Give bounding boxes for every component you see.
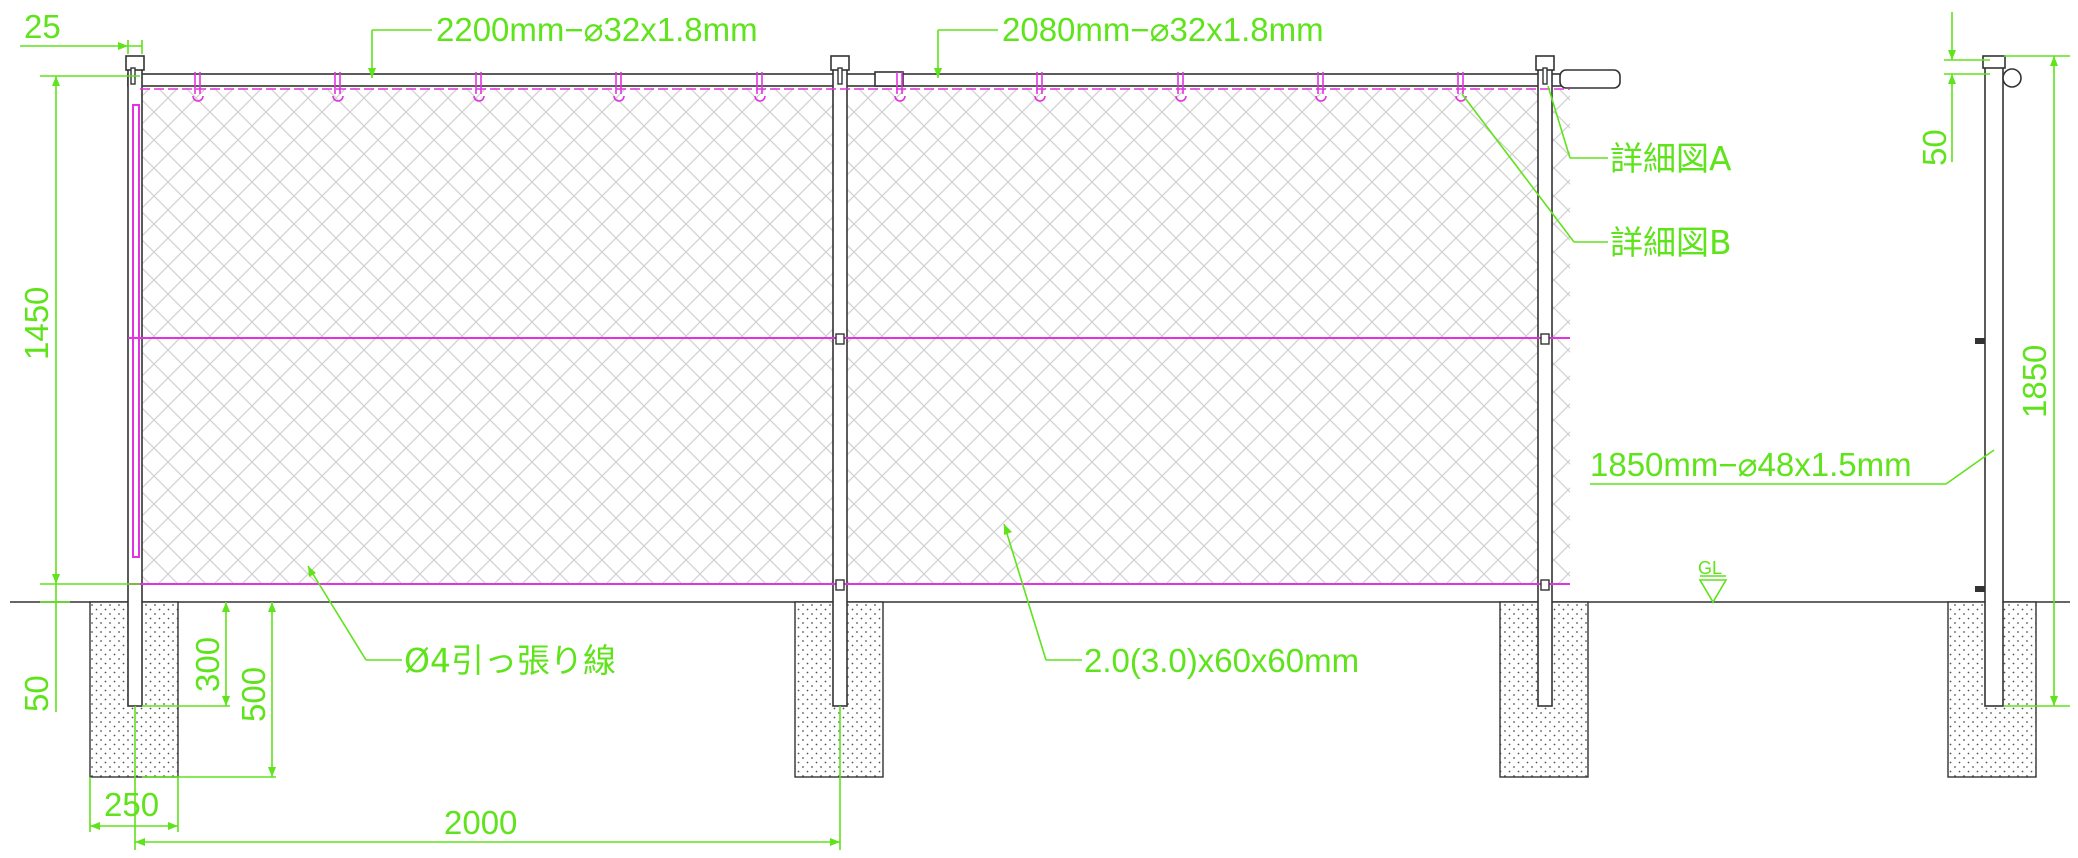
tension-bar-left (132, 104, 140, 558)
callout-detail-a: 詳細図A (1547, 85, 1732, 178)
leader-mesh-spec: 2.0(3.0)x60x60mm (1003, 523, 1359, 679)
leader-tension-wire: Ø4引っ張り線 (307, 565, 616, 680)
dimension-top-offset: 25 (20, 8, 143, 54)
top-rail (127, 73, 1619, 87)
tension-wire-label: Ø4引っ張り線 (404, 641, 616, 680)
ground-level-marker: GL (1698, 558, 1728, 604)
leader-top-rail-left: 2200mm−⌀32x1.8mm (368, 11, 758, 78)
side-post-label: 1850mm−⌀48x1.5mm (1590, 446, 1912, 483)
detail-a-label: 詳細図A (1610, 139, 1732, 178)
dimension-footing-250: 250 (89, 777, 179, 832)
dimension-embed-50: 50 (18, 584, 70, 712)
side-view-post (1975, 55, 2022, 707)
dimension-side-top-50: 50 (1916, 12, 1990, 166)
detail-b-label: 詳細図B (1610, 223, 1732, 262)
dim-25-label: 25 (24, 8, 61, 45)
leader-side-post: 1850mm−⌀48x1.5mm (1590, 446, 1995, 485)
dimension-embed-300-500: 300 500 (142, 602, 276, 778)
dimension-height-1450: 1450 (18, 75, 140, 585)
mesh-spec-label: 2.0(3.0)x60x60mm (1084, 642, 1359, 679)
wire-ties (192, 72, 1467, 102)
post-3 (1537, 63, 1553, 707)
side-1850-label: 1850 (2016, 345, 2053, 418)
callout-detail-b: 詳細図B (1461, 93, 1732, 262)
top-rail-end-fitting (1559, 69, 1621, 89)
dim-1450-label: 1450 (18, 287, 55, 360)
dim-500-label: 500 (235, 667, 272, 722)
chain-link-mesh (140, 88, 1570, 584)
dimension-side-1850: 1850 (2004, 55, 2070, 707)
dimension-post-spacing: 2000 (134, 706, 841, 850)
gl-label: GL (1698, 558, 1722, 578)
leader-top-rail-right: 2080mm−⌀32x1.8mm (934, 11, 1324, 78)
rail-sleeve-joint (874, 71, 904, 87)
side-50-label: 50 (1916, 129, 1953, 166)
dim-250-label: 250 (104, 786, 159, 823)
top-rail-right-label: 2080mm−⌀32x1.8mm (1002, 11, 1324, 48)
post-2 (832, 63, 848, 707)
dim-300-label: 300 (189, 637, 226, 692)
dim-50-label: 50 (18, 675, 55, 712)
dim-2000-label: 2000 (444, 804, 517, 841)
top-rail-left-label: 2200mm−⌀32x1.8mm (436, 11, 758, 48)
